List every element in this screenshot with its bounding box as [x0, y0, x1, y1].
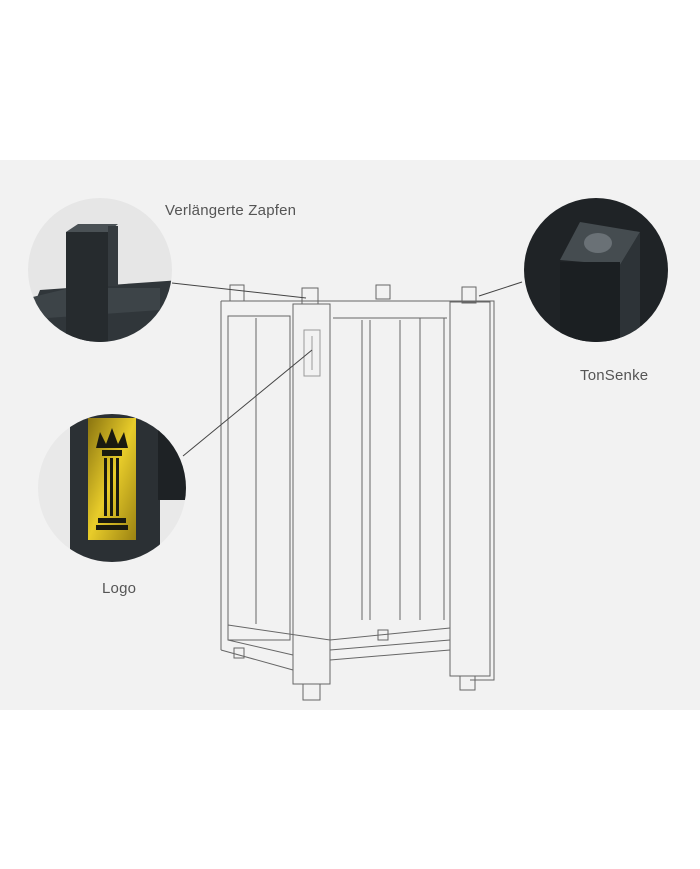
- tonsenke-closeup-photo: [524, 198, 668, 342]
- label-tonsenke: TonSenke: [580, 367, 649, 384]
- callout-lines: [171, 281, 523, 457]
- crown-column-logo-icon: [96, 428, 128, 530]
- label-logo: Logo: [102, 580, 137, 597]
- logo-closeup-photo: [38, 414, 186, 562]
- label-verlaengerte-zapfen: Verlängerte Zapfen: [165, 202, 297, 219]
- zapfen-closeup-photo: [28, 198, 172, 342]
- stand-line-drawing: [220, 284, 495, 701]
